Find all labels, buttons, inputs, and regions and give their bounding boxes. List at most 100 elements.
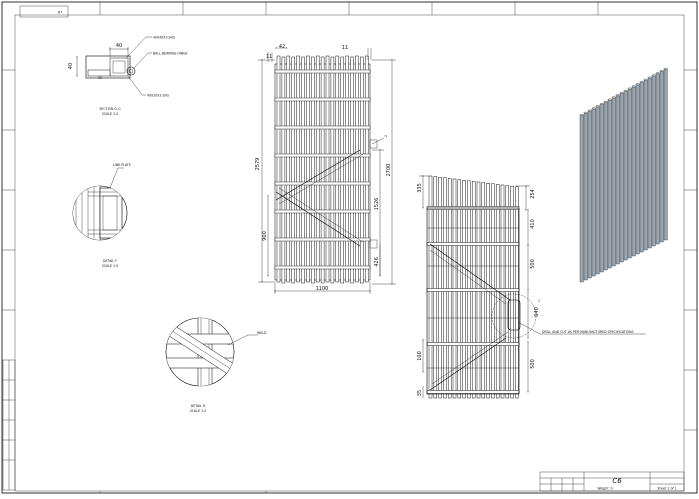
- section-caption: SECTION G-G: [99, 107, 121, 111]
- revision-strip: [2, 359, 16, 491]
- sheet-ref-box: R7: [19, 5, 69, 18]
- iso-picket: [627, 88, 632, 259]
- iso-picket-top: [655, 72, 660, 75]
- gate-picket: [438, 176, 442, 399]
- front-rail: [274, 237, 371, 242]
- front-view: 11 42 11 2579 900 2700 1526 426 2 1100: [255, 44, 396, 294]
- iso-picket-top: [619, 92, 624, 94]
- iso-picket: [635, 84, 640, 255]
- gate-picket: [443, 177, 447, 399]
- gate-dim-bottom-left2: 35: [417, 390, 423, 396]
- front-rail: [274, 265, 371, 270]
- gate-view: 1 DRILL AND CUT AS PER MANUFACTURED SPEC…: [417, 175, 646, 399]
- gate-rail: [426, 242, 520, 246]
- detail-h: WELD DETAIL H SCALE 1:2: [165, 317, 267, 413]
- iso-picket-top: [615, 94, 620, 97]
- detail-h-caption: DETAIL H: [191, 404, 206, 408]
- front-rail: [274, 153, 371, 158]
- iso-picket-top: [587, 109, 592, 112]
- front-picket: [315, 55, 320, 283]
- gate-dim-r2: 500: [530, 259, 536, 269]
- iso-picket: [579, 114, 584, 283]
- front-view-rails: [274, 69, 371, 270]
- gate-rail: [426, 390, 520, 394]
- gate-picket: [505, 185, 510, 399]
- section-inner-dim: 20: [98, 76, 102, 80]
- iso-picket-top: [631, 85, 636, 88]
- iso-picket: [583, 112, 588, 281]
- section-label-ball: BALL BEARING HINGE: [153, 52, 188, 56]
- iso-picket-top: [643, 78, 648, 81]
- front-picket: [330, 56, 335, 284]
- iso-picket: [595, 106, 600, 275]
- front-dim-right: 2700: [386, 164, 392, 177]
- detail-h-scale: SCALE 1:2: [190, 409, 206, 413]
- front-picket: [350, 56, 354, 284]
- iso-picket-top: [663, 67, 668, 70]
- detail-f: LINK PLATE DETAIL F SCALE 1:5: [72, 163, 131, 268]
- iso-picket-top: [651, 74, 656, 77]
- front-dim-width: 1100: [316, 286, 329, 292]
- front-rail: [274, 125, 371, 130]
- iso-picket: [619, 92, 624, 263]
- gate-rail: [426, 288, 520, 292]
- front-picket: [360, 56, 364, 284]
- front-picket: [355, 55, 359, 283]
- title-block-sheet: Sheet 1 of 1: [657, 487, 676, 491]
- gate-dim-circle: 640: [534, 307, 540, 317]
- front-dim-top-c: 11: [342, 45, 348, 51]
- title-block-code: C6: [612, 477, 622, 485]
- iso-picket: [623, 90, 628, 261]
- gate-dim-bottom-left: 100: [417, 351, 423, 361]
- iso-picket-top: [611, 96, 616, 99]
- gate-dim-top-left: 335: [417, 183, 423, 193]
- iso-picket-top: [607, 98, 612, 101]
- gate-picket: [515, 186, 519, 399]
- front-picket: [281, 56, 286, 284]
- detail-f-scale: SCALE 1:5: [102, 264, 118, 268]
- front-picket: [301, 56, 305, 284]
- front-dim-low: 426: [374, 257, 380, 267]
- front-dim-mid: 1526: [374, 198, 380, 211]
- iso-picket-top: [635, 83, 640, 86]
- section-g-g: 40 40 20 40X40X3 SHS BALL BEARING HINGE …: [68, 36, 188, 117]
- gate-picket: [428, 175, 433, 399]
- iso-picket: [603, 101, 608, 271]
- iso-picket: [591, 108, 596, 277]
- front-picket: [335, 55, 340, 283]
- front-view-pickets: [276, 55, 369, 284]
- iso-picket: [639, 81, 644, 253]
- title-block: C6 Weight: 0 Sheet 1 of 1: [539, 471, 685, 492]
- front-rail: [274, 181, 371, 186]
- iso-picket: [663, 68, 668, 241]
- iso-picket-top: [647, 76, 652, 79]
- iso-picket-top: [659, 70, 664, 72]
- front-picket: [276, 55, 281, 283]
- iso-picket-top: [591, 107, 596, 110]
- front-dim-top-b: 42: [279, 44, 285, 50]
- front-picket: [291, 56, 295, 284]
- iso-picket-top: [595, 105, 600, 108]
- gate-note: DRILL AND CUT AS PER MANUFACTURED SPECIF…: [542, 330, 633, 334]
- front-picket: [286, 55, 291, 283]
- section-label-bottom: 40X20X3 SHS: [147, 94, 169, 98]
- detail-f-label: LINK PLATE: [113, 163, 131, 167]
- gate-dim-top-right: 254: [530, 189, 536, 199]
- iso-picket: [651, 75, 656, 247]
- isometric-view: [579, 67, 668, 283]
- iso-picket: [615, 95, 620, 265]
- front-picket: [340, 56, 344, 284]
- iso-picket-top: [639, 81, 644, 83]
- detail-h-label: WELD: [257, 331, 267, 335]
- section-top-dim: 40: [116, 43, 122, 49]
- front-dim-left-mid: 900: [262, 231, 268, 241]
- iso-picket: [599, 103, 604, 273]
- section-label-top: 40X40X3 SHS: [153, 36, 175, 40]
- gate-circle-tag: 1: [538, 299, 540, 303]
- iso-picket: [643, 79, 648, 251]
- section-side-dim: 40: [68, 63, 74, 69]
- front-dim-tag: 2: [384, 135, 388, 137]
